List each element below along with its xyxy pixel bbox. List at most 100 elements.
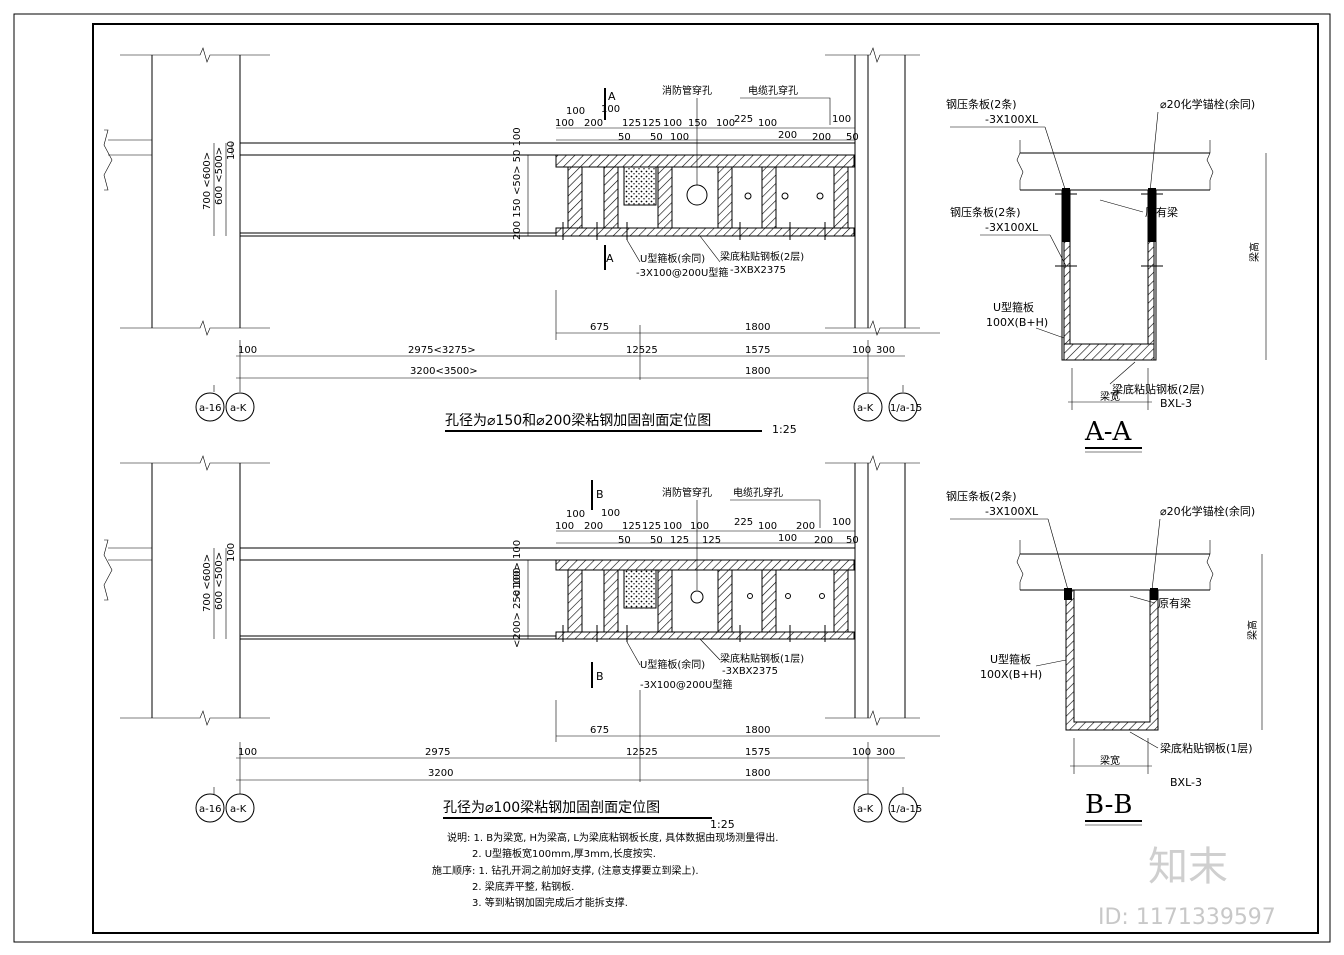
secB-u: U型箍板 — [990, 652, 1031, 666]
bot-dim-300: 300 — [876, 747, 895, 758]
bot-label-fire: 消防管穿孔 — [662, 486, 712, 499]
top-dim-r1-7: 225 — [734, 114, 753, 125]
bot-dim-r2-3: 125 — [702, 535, 721, 546]
watermark: 知末 ID: 1171339597 — [1098, 844, 1276, 930]
secB-anchor: ⌀20化学锚栓(余同) — [1160, 504, 1255, 518]
top-dim-125: 125 — [626, 345, 645, 356]
top-callout-u: U型箍板(余同) — [640, 252, 705, 265]
secB-bxl: BXL-3 — [1170, 776, 1202, 789]
bot-dim-r1-6: 225 — [734, 517, 753, 528]
bot-dim-675: 675 — [590, 725, 609, 736]
top-axis-ak2: a-K — [857, 403, 874, 414]
bot-dim-25: 25 — [645, 747, 658, 758]
bot-dim-r1-1: 200 — [584, 521, 603, 532]
top-axis-1a15: 1/a-15 — [890, 403, 922, 414]
bot-scale: 1:25 — [710, 818, 735, 831]
bot-axis-a16: a-16 — [199, 804, 221, 815]
bot-axis-ak2: a-K — [857, 804, 874, 815]
bot-dim-r2-5: 200 — [814, 535, 833, 546]
secA-b: 梁宽 — [1100, 390, 1120, 403]
bot-dim-r1-3: 125 — [642, 521, 661, 532]
top-dim-25: 25 — [645, 345, 658, 356]
bot-dim-1575: 1575 — [745, 747, 770, 758]
bot-dim-r2-6: 50 — [846, 535, 859, 546]
secA-strip2: 钢压条板(2条) — [950, 205, 1021, 219]
top-dim-1575: 1575 — [745, 345, 770, 356]
top-section-mark-upper: A — [608, 90, 616, 103]
secB-title: B-B — [1085, 790, 1132, 820]
bot-dim-100a: 100 — [238, 747, 257, 758]
bot-dim-r2-4: 100 — [778, 533, 797, 544]
top-dim-r1-4: 100 — [663, 118, 682, 129]
top-dim-r1-5: 150 — [688, 118, 707, 129]
note-4: 2. 梁底弄平整, 粘钢板. — [472, 880, 574, 893]
bot-axis-ak: a-K — [230, 804, 247, 815]
bot-axis-1a15: 1/a-15 — [890, 804, 922, 815]
secA-bxl: BXL-3 — [1160, 397, 1192, 410]
bot-dim-1800a: 1800 — [745, 725, 770, 736]
bot-dim-r1-0: 100 — [555, 521, 574, 532]
secA-title: A-A — [1084, 417, 1133, 447]
top-dim-r1-9: 200 — [778, 130, 797, 141]
top-dim-r1-8: 100 — [758, 118, 777, 129]
top-section-mark-lower: A — [606, 252, 614, 265]
bot-dim-3200: 3200 — [428, 768, 453, 779]
top-scale: 1:25 — [772, 423, 797, 436]
bot-dim-2975: 2975 — [425, 747, 450, 758]
secA-strip1: 钢压条板(2条) — [946, 97, 1017, 111]
bottom-elevation: 700 <600> 600 <500> 100 <100> 100 <200> … — [103, 455, 940, 831]
note-1: 说明: 1. B为梁宽, H为梁高, L为梁底粘钢板长度, 具体数据由现场测量得… — [447, 831, 778, 844]
top-dim-r1-6: 100 — [716, 118, 735, 129]
top-dim-top: 100 — [226, 141, 237, 160]
bot-dim-r2-0: 50 — [618, 535, 631, 546]
top-axis-a16: a-16 — [199, 403, 221, 414]
bot-section-mark-lower: B — [596, 670, 604, 683]
top-dim-1800b: 1800 — [745, 366, 770, 377]
secB-h: 梁高 — [1246, 620, 1259, 640]
top-dim-1800a: 1800 — [745, 322, 770, 333]
top-dim-100a: 100 — [238, 345, 257, 356]
note-2: 2. U型箍板宽100mm,厚3mm,长度按实. — [472, 847, 656, 860]
top-dim-r0-1: 100 — [601, 104, 620, 115]
secA-strip2-spec: -3X100XL — [985, 221, 1039, 234]
bot-dim-inner: 600 <500> — [214, 552, 225, 610]
bot-callout-u: U型箍板(余同) — [640, 658, 705, 671]
inner-frame — [92, 23, 1319, 934]
top-axis-ak: a-K — [230, 403, 247, 414]
top-dim-r0-0: 100 — [566, 106, 585, 117]
top-dim-r2-1: 50 — [650, 132, 663, 143]
bot-dim-right: <100> 100 — [512, 540, 523, 598]
bot-callout-plate: 梁底粘贴钢板(1层) — [720, 652, 804, 665]
top-dim-inner: 600 <500> — [214, 147, 225, 205]
secB-beam: 原有梁 — [1158, 596, 1191, 610]
top-dim-outer: 700 <600> — [202, 152, 213, 210]
top-dim-right: <50> 50 100 — [512, 127, 523, 195]
top-dim-r1-3: 125 — [642, 118, 661, 129]
top-dim-3200: 3200<3500> — [410, 366, 478, 377]
bot-dim-r2-1: 50 — [650, 535, 663, 546]
bot-dim-r1-8: 200 — [796, 521, 815, 532]
bot-label-cable: 电缆孔穿孔 — [733, 486, 783, 499]
secB-b: 梁宽 — [1100, 754, 1120, 767]
bot-dim-1800b: 1800 — [745, 768, 770, 779]
top-callout-plate-spec: -3XBX2375 — [730, 265, 786, 276]
notes: 说明: 1. B为梁宽, H为梁高, L为梁底粘钢板长度, 具体数据由现场测量得… — [432, 831, 778, 909]
top-label-cable: 电缆孔穿孔 — [748, 84, 798, 97]
top-callout-u-spec: -3X100@200U型箍 — [636, 266, 728, 279]
top-dim-r1-10: 200 — [812, 132, 831, 143]
secA-anchor: ⌀20化学锚栓(余同) — [1160, 97, 1255, 111]
top-dim-r2-0: 50 — [618, 132, 631, 143]
outer-frame — [13, 13, 1331, 943]
top-dim-100b: 100 — [852, 345, 871, 356]
bot-dim-r1-5: 100 — [690, 521, 709, 532]
secA-strip1-spec: -3X100XL — [985, 113, 1039, 126]
top-callout-plate: 梁底粘贴钢板(2层) — [720, 250, 804, 263]
bot-title: 孔径为⌀100梁粘钢加固剖面定位图 — [443, 800, 660, 816]
note-3: 施工顺序: 1. 钻孔开洞之前加好支撑, (注意支撑要立到梁上). — [432, 864, 699, 877]
top-dim-300: 300 — [876, 345, 895, 356]
section-bb: 梁高 梁宽 钢压条板(2条) -3X100XL ⌀20化学锚栓(余同) 原有梁 … — [946, 489, 1263, 826]
secA-u-spec: 100X(B+H) — [986, 316, 1048, 329]
bot-dim-outer: 700 <600> — [202, 554, 213, 612]
bot-dim-r1-2: 125 — [622, 521, 641, 532]
